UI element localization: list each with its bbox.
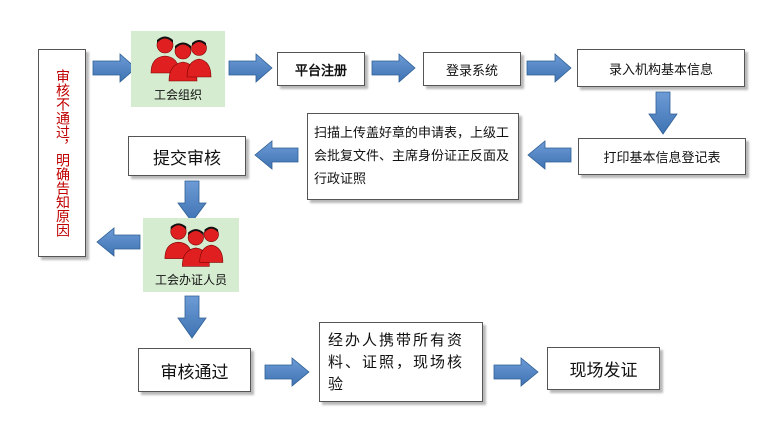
reject-box: 审核不通过，明确告知原因 (38, 49, 86, 257)
arrow-bring-to-issue (493, 357, 539, 387)
register-box: 平台注册 (277, 52, 365, 86)
arrow-input-to-print (648, 91, 678, 135)
submit-label: 提交审核 (153, 148, 221, 169)
arrow-union-to-register (228, 53, 273, 83)
scan-docs-box: 扫描上传盖好章的申请表，上级工会批复文件、主席身份证正反面及行政证照 (307, 113, 519, 200)
handler-label: 工会办证人员 (154, 273, 227, 287)
arrow-register-to-login (371, 53, 416, 83)
issue-box: 现场发证 (547, 347, 660, 390)
union-org-label: 工会组织 (153, 88, 202, 102)
arrow-print-to-scan (527, 140, 572, 170)
people-group-icon (164, 223, 224, 267)
bring-docs-box: 经办人携带所有资料、证照，现场核验 (319, 322, 483, 402)
arrow-submit-to-handler (177, 180, 207, 223)
handler-node: 工会办证人员 (143, 218, 239, 292)
arrow-approved-to-bring (264, 357, 310, 387)
arrow-scan-to-submit (254, 140, 299, 170)
arrow-handler-to-reject (96, 227, 141, 257)
reject-text: 审核不通过，明确告知原因 (54, 69, 70, 237)
approved-label: 审核通过 (160, 362, 229, 383)
approved-box: 审核通过 (138, 348, 251, 392)
input-info-label: 录入机构基本信息 (608, 62, 713, 78)
print-form-label: 打印基本信息登记表 (603, 151, 721, 166)
submit-box: 提交审核 (128, 136, 246, 176)
arrow-reject-to-union (92, 53, 137, 83)
input-info-box: 录入机构基本信息 (577, 49, 745, 87)
arrow-handler-to-approved (177, 295, 207, 339)
people-group-icon (150, 36, 212, 82)
union-org-node: 工会组织 (131, 31, 225, 107)
print-form-box: 打印基本信息登记表 (578, 138, 746, 175)
issue-label: 现场发证 (569, 361, 638, 381)
bring-docs-label: 经办人携带所有资料、证照，现场核验 (328, 331, 465, 393)
login-box: 登录系统 (423, 52, 521, 86)
scan-docs-label: 扫描上传盖好章的申请表，上级工会批复文件、主席身份证正反面及行政证照 (314, 126, 510, 187)
login-label: 登录系统 (445, 63, 498, 79)
register-label: 平台注册 (294, 63, 347, 79)
arrow-login-to-input (526, 53, 572, 83)
